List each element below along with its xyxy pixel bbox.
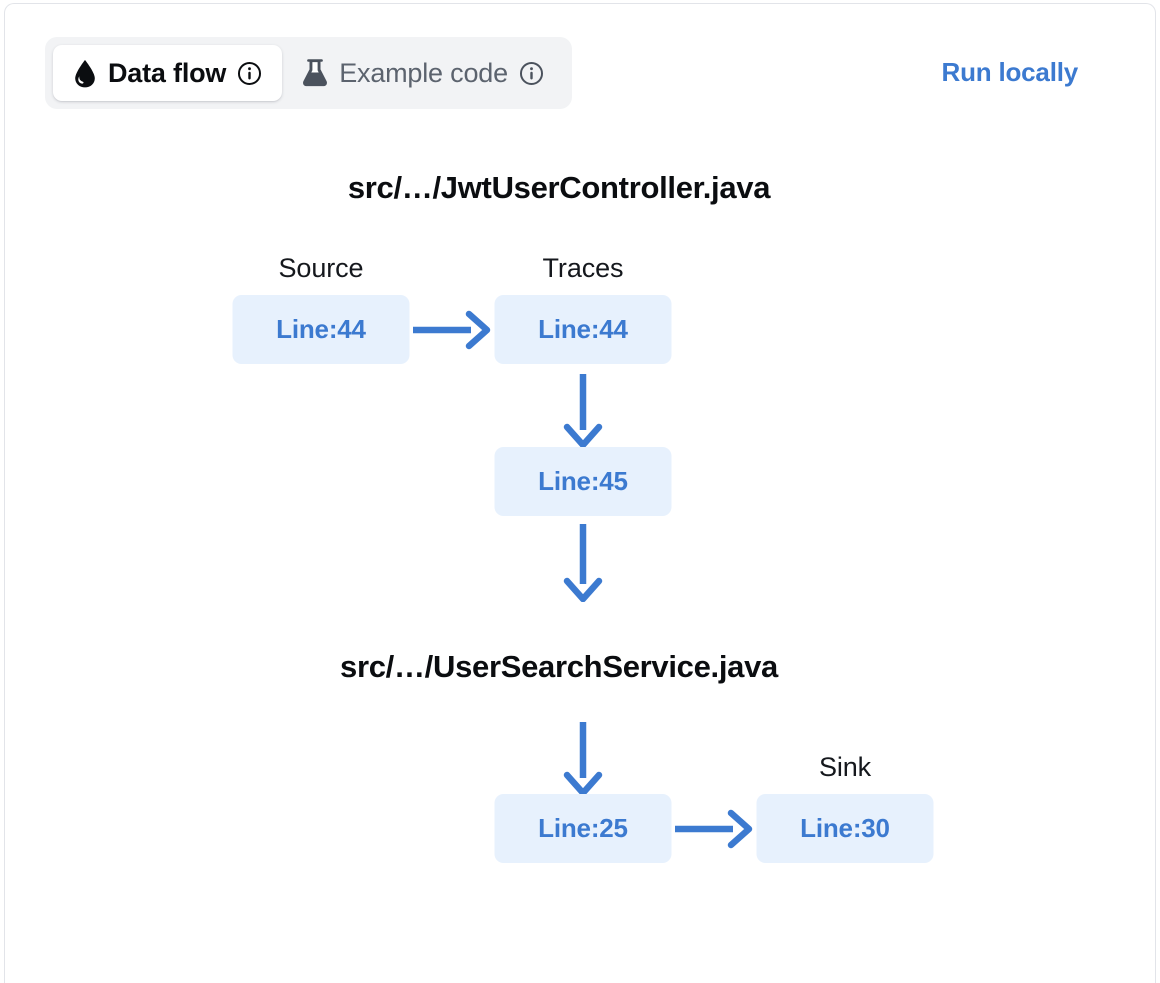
tab-example-code[interactable]: Example code [282, 45, 564, 101]
node-label: Line:25 [538, 813, 628, 843]
tab-example-code-label: Example code [339, 57, 508, 88]
dataflow-graph: src/…/JwtUserController.java Source Trac… [5, 4, 1160, 934]
column-label-sink: Sink [818, 752, 872, 782]
node-label: Line:30 [800, 813, 890, 843]
arrow-right-trace25-to-sink [675, 809, 753, 849]
info-circle-icon[interactable] [237, 61, 262, 86]
column-label-traces: Traces [542, 253, 624, 283]
run-locally-link[interactable]: Run locally [941, 57, 1079, 87]
node-trace-line-44[interactable]: Line:44 [494, 295, 672, 364]
node-trace-line-45[interactable]: Line:45 [494, 447, 672, 516]
droplet-icon [73, 59, 97, 88]
node-label: Line:44 [276, 314, 366, 344]
file-title-jwtusercontroller: src/…/JwtUserController.java [347, 170, 771, 205]
flask-icon [302, 58, 328, 88]
tab-data-flow-label: Data flow [108, 57, 227, 88]
node-label: Line:45 [538, 466, 628, 496]
dataflow-card: Data flow Example code [4, 3, 1156, 983]
node-sink-line-30[interactable]: Line:30 [756, 794, 934, 863]
arrow-down-trace45-to-next-file [563, 524, 603, 602]
arrow-right-source-to-traces [413, 310, 491, 350]
info-circle-icon[interactable] [519, 61, 544, 86]
view-tabs: Data flow Example code [45, 37, 572, 109]
node-trace-line-25[interactable]: Line:25 [494, 794, 672, 863]
node-source-line-44[interactable]: Line:44 [232, 295, 410, 364]
arrow-down-to-trace25 [563, 722, 603, 796]
tab-data-flow[interactable]: Data flow [53, 45, 283, 101]
column-label-source: Source [278, 253, 364, 283]
node-label: Line:44 [538, 314, 628, 344]
arrow-down-trace44-to-trace45 [563, 374, 603, 448]
file-title-usersearchservice: src/…/UserSearchService.java [340, 649, 778, 684]
